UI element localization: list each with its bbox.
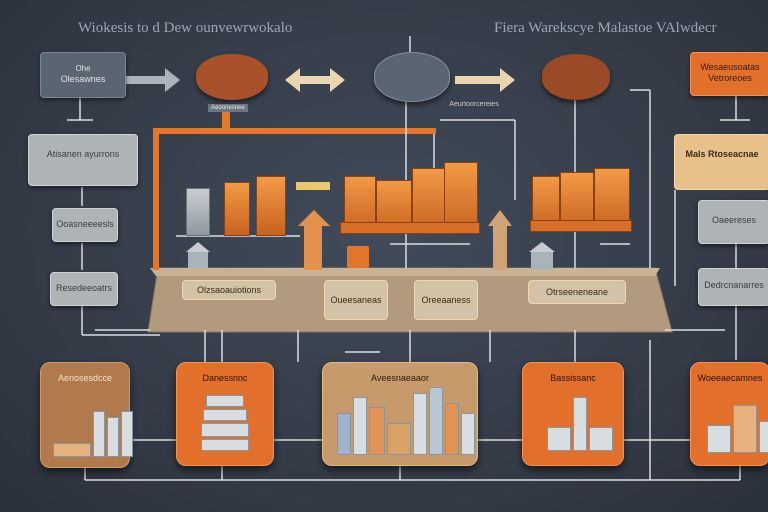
source-box[interactable]: Ohe Olesawnes: [40, 52, 126, 98]
processing-node-1[interactable]: [196, 54, 268, 100]
right-banner-label: Mals Rtoseacnae: [685, 149, 759, 159]
warehouse-5[interactable]: Woeeaecamnes: [690, 362, 768, 466]
stack-base-1: [340, 222, 480, 234]
center-top-tag: Aeoonesnee: [208, 104, 248, 112]
warehouse-3[interactable]: Aveesnaeaaor: [322, 362, 478, 466]
arrow-1: [125, 68, 180, 92]
left-banner-label: Atisanen ayurrons: [46, 149, 120, 159]
stack-base-2: [530, 220, 632, 232]
warehouse-1-stock: [53, 411, 133, 457]
warehouse-4[interactable]: Bassissanc: [522, 362, 624, 466]
right-orange-box[interactable]: Wesaeusoatas Vetroreoes: [690, 52, 768, 96]
house-1: [188, 252, 208, 268]
left-box-2-label: Resedeeoatrs: [55, 283, 113, 293]
platform-label-2: Oueesaneas: [324, 280, 388, 320]
right-box-2-label: Dedrcnanarres: [704, 280, 764, 290]
warehouse-1[interactable]: Aenosesdcce: [40, 362, 133, 468]
processing-node-2[interactable]: [374, 52, 450, 102]
thin-connectors: [67, 36, 750, 481]
house-1-roof: [186, 242, 210, 252]
title-right: Fiera Warekscye Malastoe VAlwdecr: [494, 20, 717, 36]
source-box-label: Olesawnes: [60, 74, 106, 84]
warehouse-2-stock: [201, 395, 249, 451]
stack-b: [224, 182, 250, 236]
left-box-2[interactable]: Resedeeoatrs: [50, 272, 118, 306]
frame-stem: [222, 108, 230, 130]
title-left: Wiokesis to d Dew ounvewrwokalo: [78, 20, 293, 36]
left-box-1[interactable]: Ooasneeeesls: [52, 208, 118, 242]
warehouse-3-stock: [337, 387, 475, 455]
warehouse-2[interactable]: Danessnnc: [176, 362, 274, 466]
center-mid-tag: Aeurtoorcereies: [449, 101, 499, 108]
right-box-1[interactable]: Oaeereses: [698, 200, 768, 244]
warehouse-5-label: Woeeaecamnes: [697, 373, 763, 383]
warehouse-4-stock: [547, 397, 613, 451]
warehouse-3-label: Aveesnaeaaor: [371, 373, 429, 383]
source-box-small: Ohe: [75, 64, 91, 73]
right-box-2[interactable]: Dedrcnanarres: [698, 268, 768, 306]
platform-label-3: Oreeaaness: [414, 280, 478, 320]
platform-label-4: Otrseeneneane: [528, 280, 626, 304]
stack-cap: [296, 182, 330, 190]
left-box-1-label: Ooasneeeesls: [56, 219, 114, 229]
stack-a: [186, 188, 210, 236]
arrow-3: [455, 68, 515, 92]
right-box-1-label: Oaeereses: [711, 215, 757, 225]
warehouse-5-stock: [707, 405, 768, 453]
up-arrow-2: [488, 210, 512, 270]
right-banner[interactable]: Mals Rtoseacnae: [674, 134, 768, 190]
platform-label-1: Olzsaoauiotions: [182, 280, 276, 300]
right-orange-box-line2: Vetroreoes: [708, 73, 752, 83]
frame-top: [156, 128, 436, 134]
house-2: [531, 252, 553, 270]
house-2-roof: [529, 242, 555, 252]
platform-top-edge: [150, 268, 660, 276]
up-arrow-1: [298, 210, 330, 270]
box-small: [347, 246, 369, 268]
processing-node-3[interactable]: [542, 54, 610, 100]
warehouse-1-label: Aenosesdcce: [57, 373, 113, 383]
right-orange-box-line1: Wesaeusoatas: [700, 62, 760, 72]
warehouse-2-label: Danessnnc: [202, 373, 248, 383]
arrow-2: [285, 68, 345, 92]
frame-left: [153, 128, 159, 270]
stack-c: [256, 176, 286, 236]
warehouse-4-label: Bassissanc: [550, 373, 596, 383]
left-banner[interactable]: Atisanen ayurrons: [28, 134, 138, 186]
